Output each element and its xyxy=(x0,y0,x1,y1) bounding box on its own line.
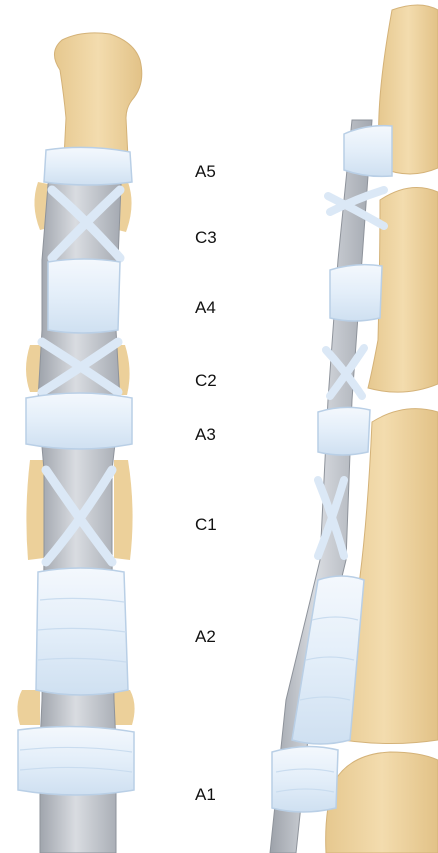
label-a5: A5 xyxy=(195,162,216,181)
a2-pulley xyxy=(36,568,128,695)
label-a3: A3 xyxy=(195,425,216,444)
lateral-a4-pulley xyxy=(330,265,382,321)
lateral-a3-pulley xyxy=(318,407,370,455)
metacarpal-head xyxy=(326,752,438,853)
label-a2: A2 xyxy=(195,627,216,646)
label-c1: C1 xyxy=(195,515,217,534)
pulley-labels: A5 C3 A4 C2 A3 C1 A2 A1 xyxy=(195,162,217,804)
label-c3: C3 xyxy=(195,228,217,247)
a3-pulley xyxy=(26,393,132,449)
palmar-view xyxy=(17,33,141,853)
label-c2: C2 xyxy=(195,371,217,390)
label-a4: A4 xyxy=(195,298,216,317)
a4-pulley xyxy=(48,259,120,333)
lateral-a1-pulley xyxy=(272,746,338,812)
lateral-view xyxy=(270,5,438,853)
distal-phalanx-tip xyxy=(54,33,141,158)
label-a1: A1 xyxy=(195,785,216,804)
a5-pulley xyxy=(44,147,132,185)
lateral-a5-pulley xyxy=(344,126,392,177)
a1-pulley xyxy=(18,726,134,795)
